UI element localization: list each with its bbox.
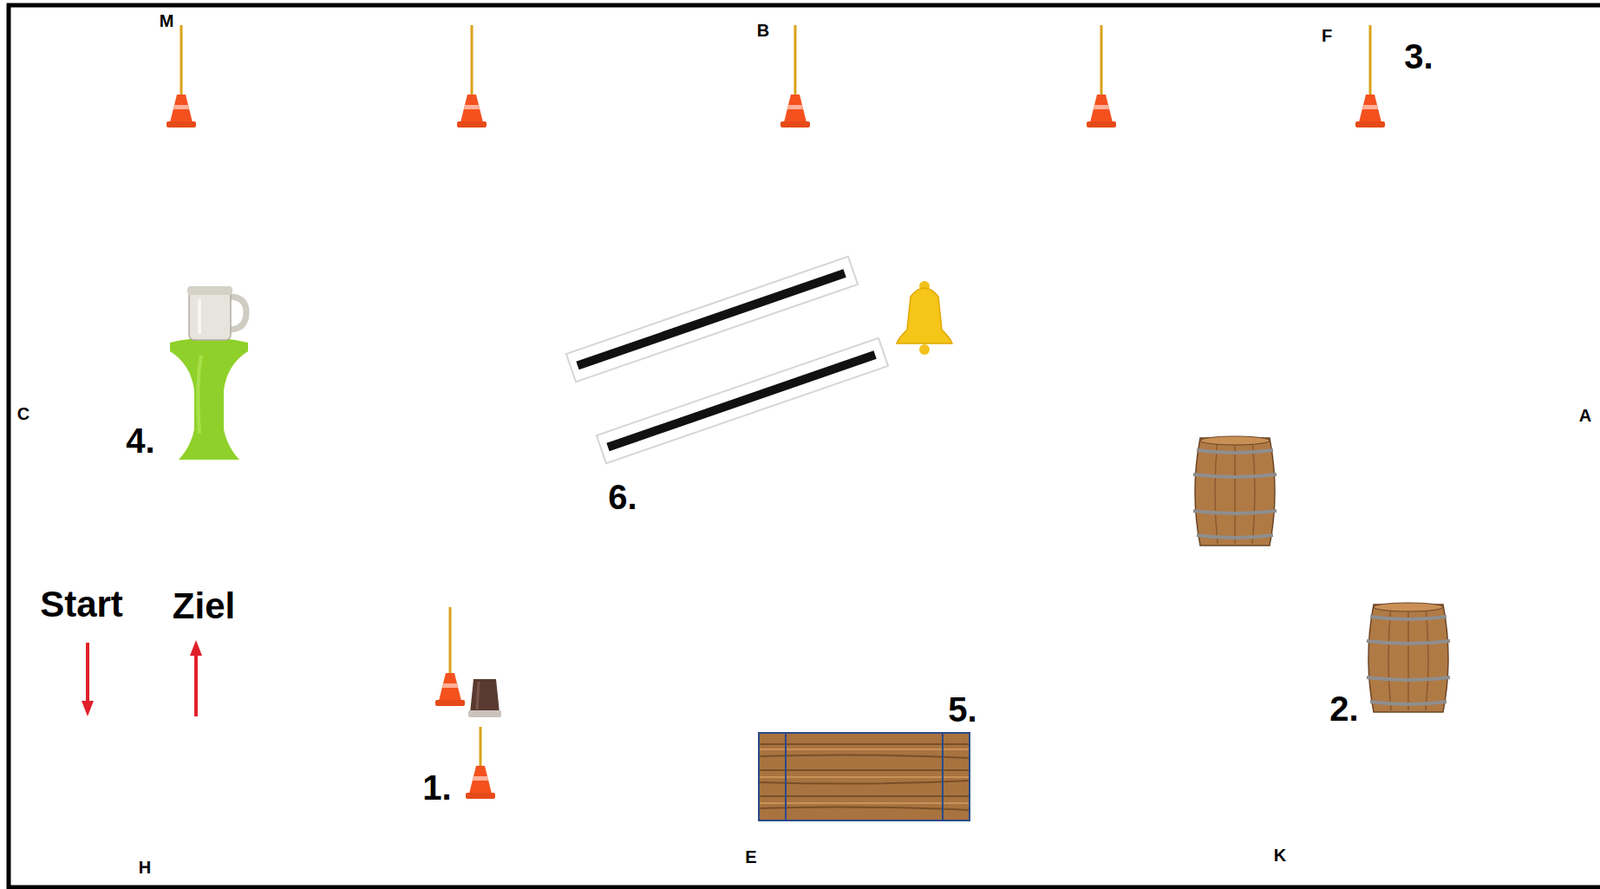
arena-letter: F: [1321, 26, 1333, 46]
pole-cone: [1355, 25, 1385, 128]
callout-number: 3.: [1404, 37, 1433, 76]
pole-cone: [457, 25, 487, 128]
callout-number: 4.: [125, 421, 155, 460]
direction-label: Start: [39, 584, 124, 625]
pole-cone: [1086, 25, 1117, 128]
arena-letter: M: [159, 11, 175, 31]
pole-cone: [166, 25, 196, 128]
callout-number: 6.: [607, 477, 637, 516]
callout-number: 5.: [947, 690, 977, 729]
pole-cone: [435, 607, 465, 706]
beer-mug: [187, 286, 247, 340]
callout-number: 2.: [1329, 689, 1359, 728]
arena-letter: B: [757, 20, 770, 40]
bell: [896, 280, 953, 355]
barrel: [1193, 436, 1277, 546]
start-arrow: [81, 642, 94, 717]
arena-letter: E: [744, 847, 757, 867]
pole-cone: [465, 726, 496, 799]
finish-arrow: [189, 640, 203, 717]
wooden-bridge: [758, 732, 970, 821]
callout-number: 1.: [422, 768, 451, 807]
arena-letter: C: [17, 404, 30, 424]
cocktail-table: [169, 338, 249, 461]
ground-pole: [596, 338, 889, 464]
direction-label: Ziel: [172, 586, 236, 627]
barrel: [1366, 602, 1450, 712]
arena-letter: K: [1273, 845, 1287, 865]
pole-cone: [780, 25, 810, 128]
arena-letter: H: [138, 857, 151, 877]
arena-letter: A: [1579, 405, 1592, 425]
cup: [468, 679, 502, 718]
arena-border: [8, 5, 1600, 888]
